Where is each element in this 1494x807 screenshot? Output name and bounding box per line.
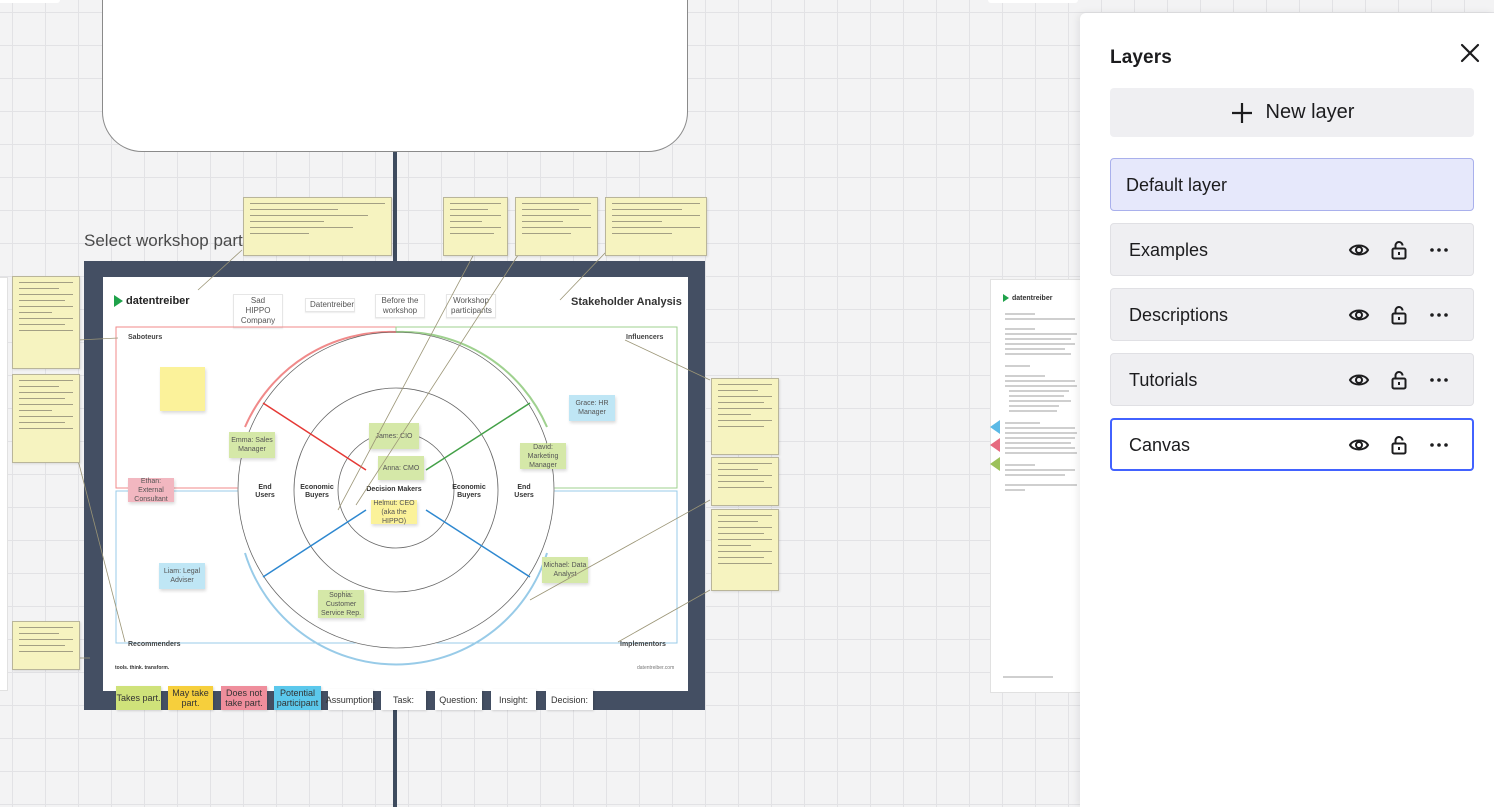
legend-may-take-part[interactable]: May take part.: [168, 686, 213, 710]
logo-triangle-icon: [114, 295, 123, 308]
legend-task[interactable]: Task:: [381, 689, 426, 710]
plus-icon: [1231, 102, 1252, 123]
layer-name: Examples: [1129, 240, 1209, 260]
callout-note[interactable]: [711, 378, 779, 455]
callout-note[interactable]: [443, 197, 508, 256]
callout-note[interactable]: [12, 374, 80, 463]
more-icon[interactable]: [1428, 434, 1450, 456]
new-layer-button[interactable]: New layer: [1110, 88, 1474, 137]
ring-label: Decision Makers: [366, 486, 422, 493]
sticky-note[interactable]: Michael: Data Analyst: [542, 557, 588, 583]
sticky-note[interactable]: Emma: Sales Manager: [229, 432, 275, 458]
layer-name: Canvas: [1129, 435, 1191, 455]
sticky-note[interactable]: Sophia: Customer Service Rep.: [318, 590, 364, 618]
callout-note[interactable]: [515, 197, 598, 256]
eye-icon[interactable]: [1348, 239, 1370, 261]
offscreen-card: [0, 0, 60, 3]
logo-text: datentreiber: [126, 295, 190, 307]
new-layer-label: New layer: [1265, 101, 1355, 123]
offscreen-card: [988, 0, 1078, 3]
layer-name: Tutorials: [1129, 370, 1198, 390]
stakeholder-diagram: [115, 326, 678, 666]
header-chip[interactable]: Before the workshop: [375, 294, 425, 318]
quadrant-recommenders: Recommenders: [128, 641, 181, 648]
close-icon[interactable]: [1456, 39, 1484, 67]
preview-logo: datentreiber: [1003, 294, 1052, 302]
legend-potential-participant[interactable]: Potential participant: [274, 686, 321, 710]
preview-logo-text: datentreiber: [1012, 294, 1053, 302]
callout-connectors: [77, 249, 711, 659]
callout-note[interactable]: [711, 509, 779, 591]
sticky-note[interactable]: Ethan: External Consultant: [128, 478, 174, 503]
callout-note[interactable]: [12, 276, 80, 369]
quadrant-saboteurs: Saboteurs: [128, 334, 163, 341]
callout-note[interactable]: [243, 197, 392, 256]
preview-text-lines: [1003, 313, 1077, 678]
header-chip[interactable]: Workshop participants: [446, 294, 496, 318]
lock-icon[interactable]: [1388, 369, 1410, 391]
sticky-note[interactable]: Grace: HR Manager: [569, 395, 615, 421]
blank-sticky-note[interactable]: [160, 367, 205, 411]
connector-line: [393, 150, 397, 262]
more-icon[interactable]: [1428, 369, 1450, 391]
footer-tagline: tools. think. transform.: [115, 665, 170, 671]
logo-triangle-icon: [1003, 294, 1009, 302]
ring-label: End Users: [255, 484, 275, 499]
layer-item-descriptions[interactable]: Descriptions: [1110, 288, 1474, 341]
legend-does-not-take-part[interactable]: Does not take part.: [221, 686, 267, 710]
quadrant-implementors: Implementors: [620, 641, 666, 648]
eye-icon[interactable]: [1348, 304, 1370, 326]
board-title: Stakeholder Analysis: [571, 296, 682, 308]
sticky-note[interactable]: Liam: Legal Adviser: [159, 563, 205, 589]
quadrant-influencers: Influencers: [626, 334, 664, 341]
lock-icon[interactable]: [1388, 239, 1410, 261]
more-icon[interactable]: [1428, 304, 1450, 326]
eye-icon[interactable]: [1348, 369, 1370, 391]
callout-note[interactable]: [12, 621, 80, 670]
layer-item-examples[interactable]: Examples: [1110, 223, 1474, 276]
panel-title: Layers: [1110, 47, 1172, 68]
lock-icon[interactable]: [1388, 434, 1410, 456]
legend-decision[interactable]: Decision:: [546, 689, 593, 710]
sticky-note[interactable]: Helmut: CEO (aka the HIPPO): [371, 500, 417, 525]
layer-item-canvas[interactable]: Canvas: [1110, 418, 1474, 471]
layer-name: Default layer: [1126, 175, 1228, 195]
eye-icon[interactable]: [1348, 434, 1370, 456]
description-page[interactable]: datentreiber: [990, 279, 1088, 693]
layer-item-default[interactable]: Default layer: [1110, 158, 1474, 211]
header-chip[interactable]: Sad HIPPO Company: [233, 294, 283, 328]
footer-url: datentreiber.com: [637, 665, 675, 671]
ring-label: End Users: [514, 484, 534, 499]
legend-insight[interactable]: Insight:: [491, 689, 536, 710]
connector-line: [393, 710, 397, 807]
layer-name: Descriptions: [1129, 305, 1229, 325]
top-frame[interactable]: [102, 0, 688, 152]
layer-item-tutorials[interactable]: Tutorials: [1110, 353, 1474, 406]
offscreen-frame: [0, 277, 8, 691]
datentreiber-logo: datentreiber: [114, 295, 190, 308]
layers-panel: Layers New layer Default layer Examples …: [1080, 13, 1494, 807]
legend-assumption[interactable]: Assumption:: [326, 689, 375, 710]
header-chip[interactable]: Datentreiber: [305, 298, 355, 312]
more-icon[interactable]: [1428, 239, 1450, 261]
sticky-note[interactable]: Anna: CMO: [378, 456, 424, 480]
callout-note[interactable]: [711, 457, 779, 506]
ring-label: Economic Buyers: [452, 484, 486, 499]
preview-marker-icons: [990, 420, 1000, 471]
sticky-note[interactable]: David: Marketing Manager: [520, 443, 566, 469]
legend-question[interactable]: Question:: [435, 689, 482, 710]
callout-note[interactable]: [605, 197, 707, 256]
legend-takes-part[interactable]: Takes part.: [116, 686, 161, 710]
ring-label: Economic Buyers: [300, 484, 334, 499]
lock-icon[interactable]: [1388, 304, 1410, 326]
